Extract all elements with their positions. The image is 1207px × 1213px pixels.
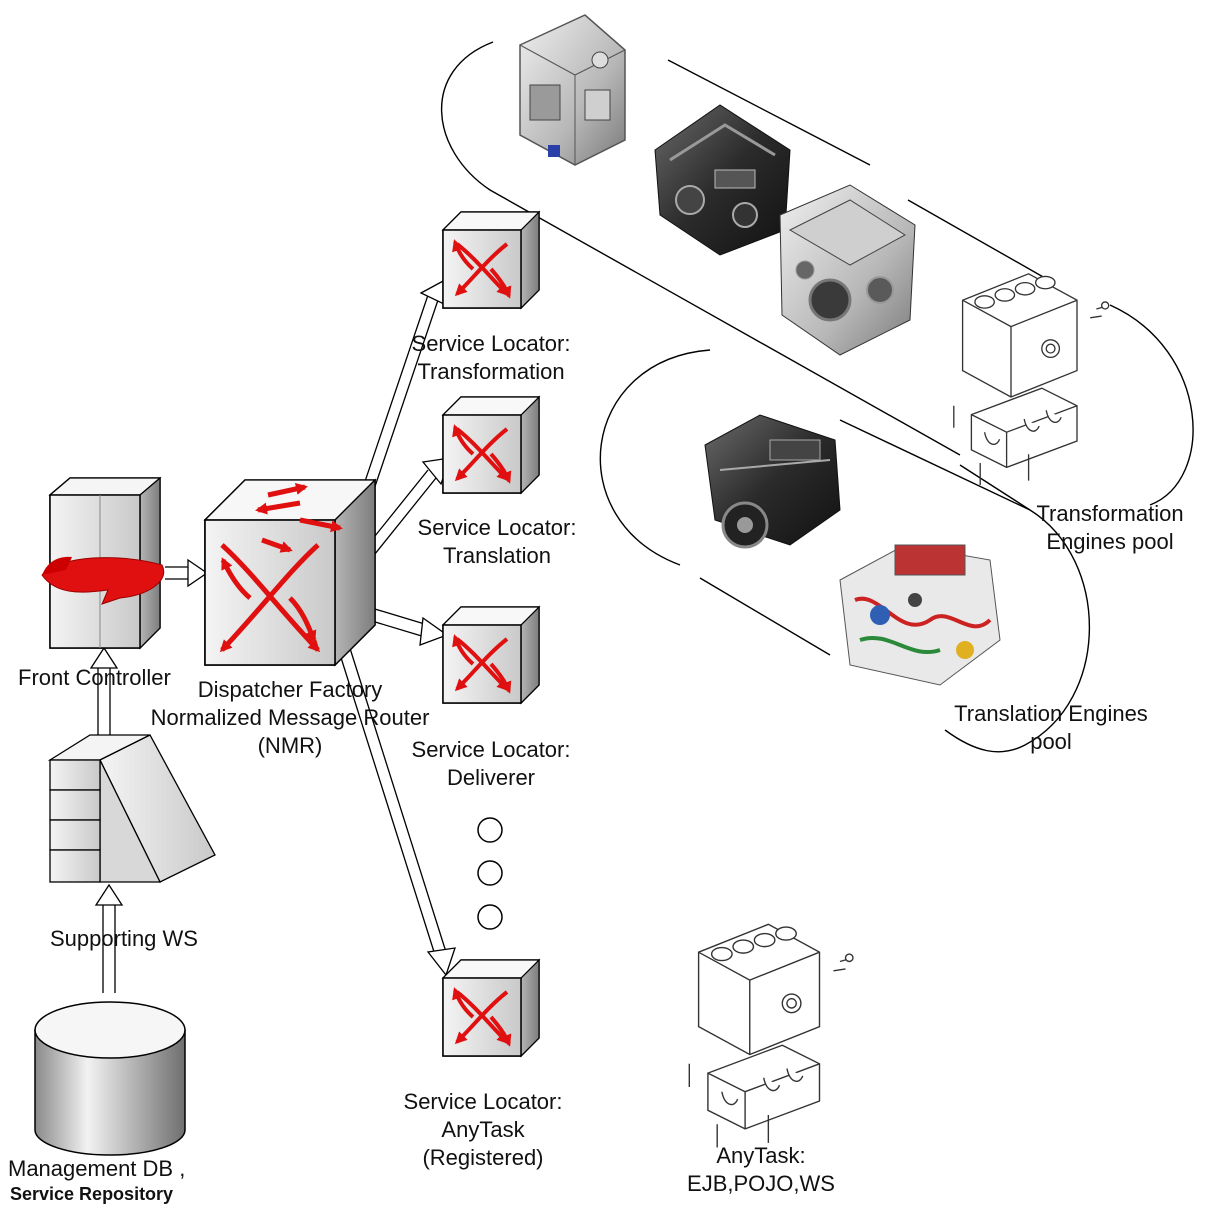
ellipsis-dot-icon: [477, 904, 503, 930]
locator-anytask-label: Service Locator: AnyTask (Registered): [390, 1088, 576, 1172]
locator-deliverer-line-1: Service Locator:: [411, 737, 571, 762]
locator-transformation-line-2: Transformation: [417, 359, 565, 384]
router-icon: [203, 478, 377, 667]
locator-anytask-line-2: AnyTask: [441, 1117, 525, 1142]
dispatcher-label-line-1: Dispatcher Factory: [197, 677, 383, 702]
engine-icon: [654, 104, 791, 256]
engine-block-icon: [688, 923, 854, 1149]
translation-pool-label: Translation Engines pool: [940, 700, 1162, 756]
engine-icon: [704, 414, 841, 549]
supporting-ws-label: Supporting WS: [50, 926, 198, 951]
router-icon: [443, 397, 539, 493]
front-controller-label: Front Controller: [18, 665, 171, 690]
engine-icon: [519, 14, 626, 166]
translation-pool-outline: [599, 349, 1091, 753]
router-icon: [443, 960, 539, 1056]
server-icon: [41, 476, 165, 650]
ellipsis-dot-icon: [477, 860, 503, 886]
locator-anytask-line-1: Service Locator:: [403, 1089, 563, 1114]
locator-transformation-label: Service Locator: Transformation: [398, 330, 584, 386]
transformation-pool-label: Transformation Engines pool: [1012, 500, 1207, 556]
engine-block-icon: [953, 273, 1110, 486]
locator-translation-label: Service Locator: Translation: [404, 514, 590, 570]
management-db-label: Management DB , Service Repository: [8, 1155, 185, 1205]
management-db-label-line-2: Service Repository: [10, 1184, 174, 1204]
router-icon: [443, 607, 539, 703]
engine-icon: [779, 184, 916, 356]
locator-deliverer-line-2: Deliverer: [446, 765, 536, 790]
locator-anytask-line-3: (Registered): [422, 1145, 544, 1170]
translation-pool-line-1: Translation Engines: [954, 701, 1148, 726]
management-db-label-line-1: Management DB ,: [8, 1156, 186, 1181]
locator-deliverer-label: Service Locator: Deliverer: [398, 736, 584, 792]
dispatcher-label-line-3: (NMR): [257, 733, 323, 758]
locator-translation-line-1: Service Locator:: [417, 515, 577, 540]
engine-icon: [839, 544, 1001, 686]
translation-pool-line-2: pool: [1030, 729, 1072, 754]
ellipsis-dot-icon: [477, 817, 503, 843]
dispatcher-label: Dispatcher Factory Normalized Message Ro…: [132, 676, 448, 760]
transformation-pool-line-2: Engines pool: [1046, 529, 1174, 554]
anytask-engine-line-1: AnyTask:: [716, 1143, 806, 1168]
transformation-pool-line-1: Transformation: [1036, 501, 1184, 526]
server-icon: [47, 734, 216, 883]
dispatcher-label-line-2: Normalized Message Router: [150, 705, 430, 730]
anytask-engine-label: AnyTask: EJB,POJO,WS: [668, 1142, 854, 1198]
transformation-pool-outline: [440, 41, 1194, 506]
anytask-engine-line-2: EJB,POJO,WS: [687, 1171, 835, 1196]
locator-translation-line-2: Translation: [442, 543, 551, 568]
locator-transformation-line-1: Service Locator:: [411, 331, 571, 356]
database-icon: [34, 1001, 186, 1156]
router-icon: [443, 212, 539, 308]
